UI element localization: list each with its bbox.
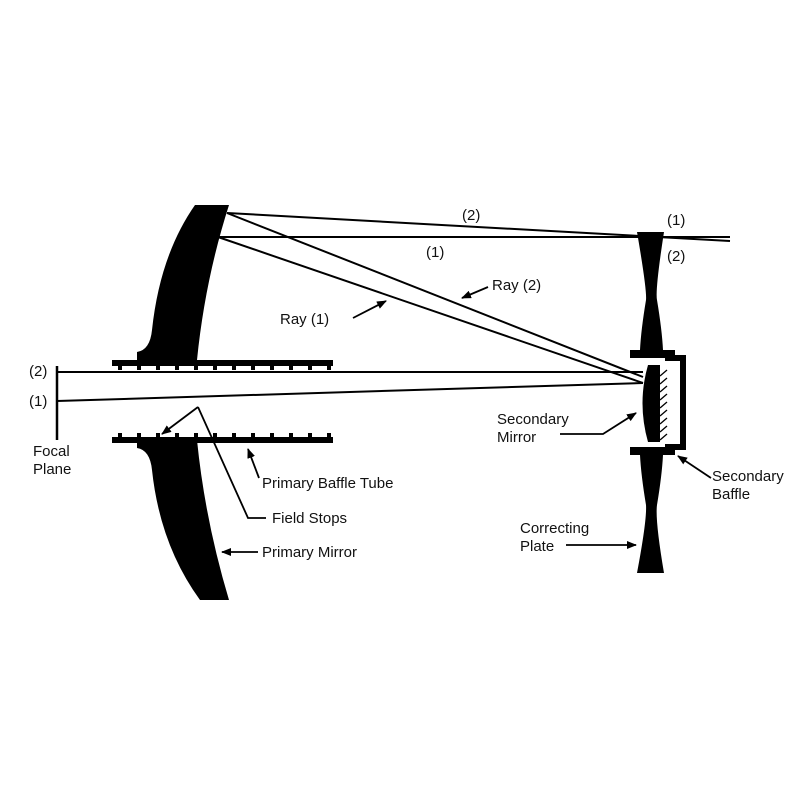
field-stop: [251, 366, 255, 370]
baffle-tube-lower: [112, 437, 333, 443]
field-stop: [289, 433, 293, 437]
field-stop: [327, 366, 331, 370]
label-ray1: Ray (1): [280, 311, 329, 328]
label-ray2-top: (2): [462, 207, 480, 224]
secondary-baffle: [630, 350, 686, 455]
correcting-plate-lower: [637, 455, 664, 573]
hatch-line: [659, 409, 668, 417]
label-primary-mirror: Primary Mirror: [262, 544, 357, 561]
label-secondary-baffle-2: Baffle: [712, 486, 750, 503]
field-stop: [175, 433, 179, 437]
hatch-line: [659, 417, 668, 425]
field-stop: [156, 366, 160, 370]
field-stop: [137, 366, 141, 370]
label-correcting-plate-1: Correcting: [520, 520, 589, 537]
ray-2-to-secondary: [226, 212, 644, 378]
field-stop: [308, 366, 312, 370]
label-focal-ray2: (2): [29, 363, 47, 380]
baffle-tube-upper: [112, 360, 333, 366]
hatch-line: [659, 393, 668, 401]
hatch-line: [659, 433, 668, 441]
primary-mirror-lower: [137, 440, 229, 600]
field-stop: [289, 366, 293, 370]
label-focal-plane-1: Focal: [33, 443, 70, 460]
secondary-mirror: [642, 365, 660, 442]
hatch-line: [659, 369, 668, 377]
label-ray2: Ray (2): [492, 277, 541, 294]
secondary-baffle-arrow: [677, 455, 712, 479]
field-stop: [118, 433, 122, 437]
field-stop: [213, 366, 217, 370]
field-stop: [194, 433, 198, 437]
secondary-mirror-hatching: [659, 369, 668, 441]
label-ray1-top: (1): [426, 244, 444, 261]
field-stop: [137, 433, 141, 437]
label-plate-ray1: (1): [667, 212, 685, 229]
primary-baffle-tube: [112, 360, 333, 443]
label-focal-plane-2: Plane: [33, 461, 71, 478]
primary-mirror-upper: [137, 205, 229, 360]
ray-1-to-secondary: [217, 236, 644, 384]
label-focal-ray1: (1): [29, 393, 47, 410]
field-stop: [156, 433, 160, 437]
field-stop: [270, 433, 274, 437]
field-stop: [327, 433, 331, 437]
field-stop: [232, 366, 236, 370]
field-stop: [118, 366, 122, 370]
field-stop: [213, 433, 217, 437]
hatch-line: [659, 385, 668, 393]
secondary-mirror-leader: [560, 412, 637, 435]
field-stop: [251, 433, 255, 437]
label-secondary-mirror-1: Secondary: [497, 411, 569, 428]
hatch-line: [659, 377, 668, 385]
correcting-plate-upper: [637, 232, 664, 350]
ray-1-arrow: [352, 300, 387, 319]
hatch-line: [659, 425, 668, 433]
label-primary-baffle-tube: Primary Baffle Tube: [262, 475, 393, 492]
field-stop: [194, 366, 198, 370]
label-plate-ray2: (2): [667, 248, 685, 265]
label-secondary-mirror-2: Mirror: [497, 429, 536, 446]
field-stop: [232, 433, 236, 437]
field-stops-leader: [197, 406, 266, 519]
field-stop: [308, 433, 312, 437]
primary-baffle-tube-arrow: [247, 448, 260, 479]
label-field-stops: Field Stops: [272, 510, 347, 527]
label-secondary-baffle-1: Secondary: [712, 468, 784, 485]
field-stop: [175, 366, 179, 370]
field-stop: [270, 366, 274, 370]
ray-2-arrow: [461, 286, 489, 299]
label-correcting-plate-2: Plate: [520, 538, 554, 555]
hatch-line: [659, 401, 668, 409]
field-stops-arrow: [161, 406, 199, 435]
ray-1-to-focal: [56, 382, 644, 402]
